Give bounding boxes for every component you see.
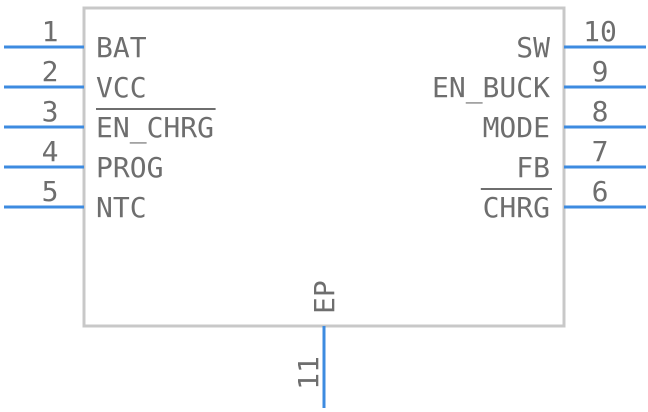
- pin-4-number: 4: [42, 135, 59, 168]
- pin-3-number: 3: [42, 95, 59, 128]
- pin-10-number: 10: [583, 15, 617, 48]
- left-pin-group: 1 BAT 2 VCC 3 EN_CHRG 4 PROG 5 NTC: [4, 15, 216, 224]
- pin-11-number: 11: [292, 356, 325, 390]
- pin-label-ep: EP: [308, 280, 341, 314]
- pin-6-number: 6: [592, 175, 609, 208]
- pin-5-number: 5: [42, 175, 59, 208]
- pin-label-en-buck: EN_BUCK: [432, 71, 550, 105]
- pin-label-mode: MODE: [483, 111, 550, 144]
- pin-7-number: 7: [592, 135, 609, 168]
- pin-label-vcc: VCC: [96, 71, 147, 104]
- pin-label-sw: SW: [516, 31, 550, 64]
- pin-9-number: 9: [592, 55, 609, 88]
- right-pin-group: 10 SW 9 EN_BUCK 8 MODE 7 FB 6 CHRG: [432, 15, 646, 224]
- bottom-pin-group: 11 EP: [292, 280, 341, 408]
- pin-2-number: 2: [42, 55, 59, 88]
- pin-label-prog: PROG: [96, 151, 163, 184]
- pin-label-ntc: NTC: [96, 191, 147, 224]
- pin-label-fb: FB: [516, 151, 550, 184]
- pin-label-en-chrg: EN_CHRG: [96, 111, 214, 145]
- pin-1-number: 1: [42, 15, 59, 48]
- pin-label-chrg: CHRG: [483, 191, 550, 224]
- pin-label-bat: BAT: [96, 31, 147, 64]
- pin-8-number: 8: [592, 95, 609, 128]
